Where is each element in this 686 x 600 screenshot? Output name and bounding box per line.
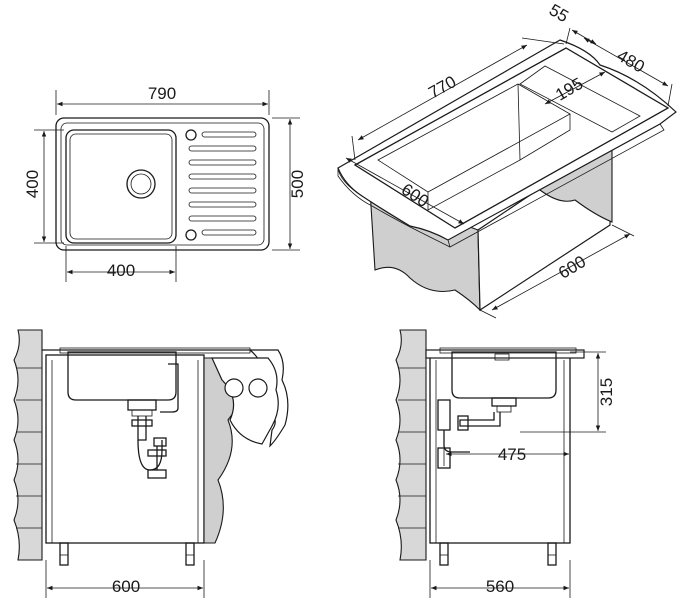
side-view: 315 475 560 [395,329,616,598]
wall-right-view [395,329,427,561]
isometric-view: 770 55 480 195 600 600 [337,0,677,319]
pipe-hole-1 [224,378,244,398]
drainer-area [519,65,641,133]
cabinet-front [45,354,205,544]
top-view: 790 500 400 400 [23,84,307,282]
front-view: 600 [13,329,289,598]
dim-475: 475 [498,445,526,464]
dim-560: 560 [486,577,514,596]
dim-790: 790 [148,84,176,103]
dim-500: 500 [288,170,307,198]
cabinet-legs-front [59,542,195,566]
dim-400-horizontal: 400 [107,261,135,280]
siphon-front [127,399,167,479]
drain-hole [126,169,156,199]
dim-770: 770 [425,72,459,102]
dim-400-vertical: 400 [23,170,42,198]
overflow-hole [185,229,197,241]
drainer-grooves [188,131,257,236]
tap-hole [185,129,197,141]
cabinet-legs-side [439,542,557,566]
worktop-edge [447,123,665,248]
dim-315: 315 [597,378,616,406]
dim-600-front: 600 [112,577,140,596]
bowl-side [451,351,557,399]
bowl-inner [69,133,173,240]
pipe-hole-2 [248,378,268,398]
drain-hole-inner [130,173,152,195]
bowl-front [67,351,177,401]
wall-left [13,329,43,561]
dim-55: 55 [546,0,572,26]
sink-rim [60,122,265,246]
sink-outline [55,117,270,251]
bowl [65,129,177,244]
